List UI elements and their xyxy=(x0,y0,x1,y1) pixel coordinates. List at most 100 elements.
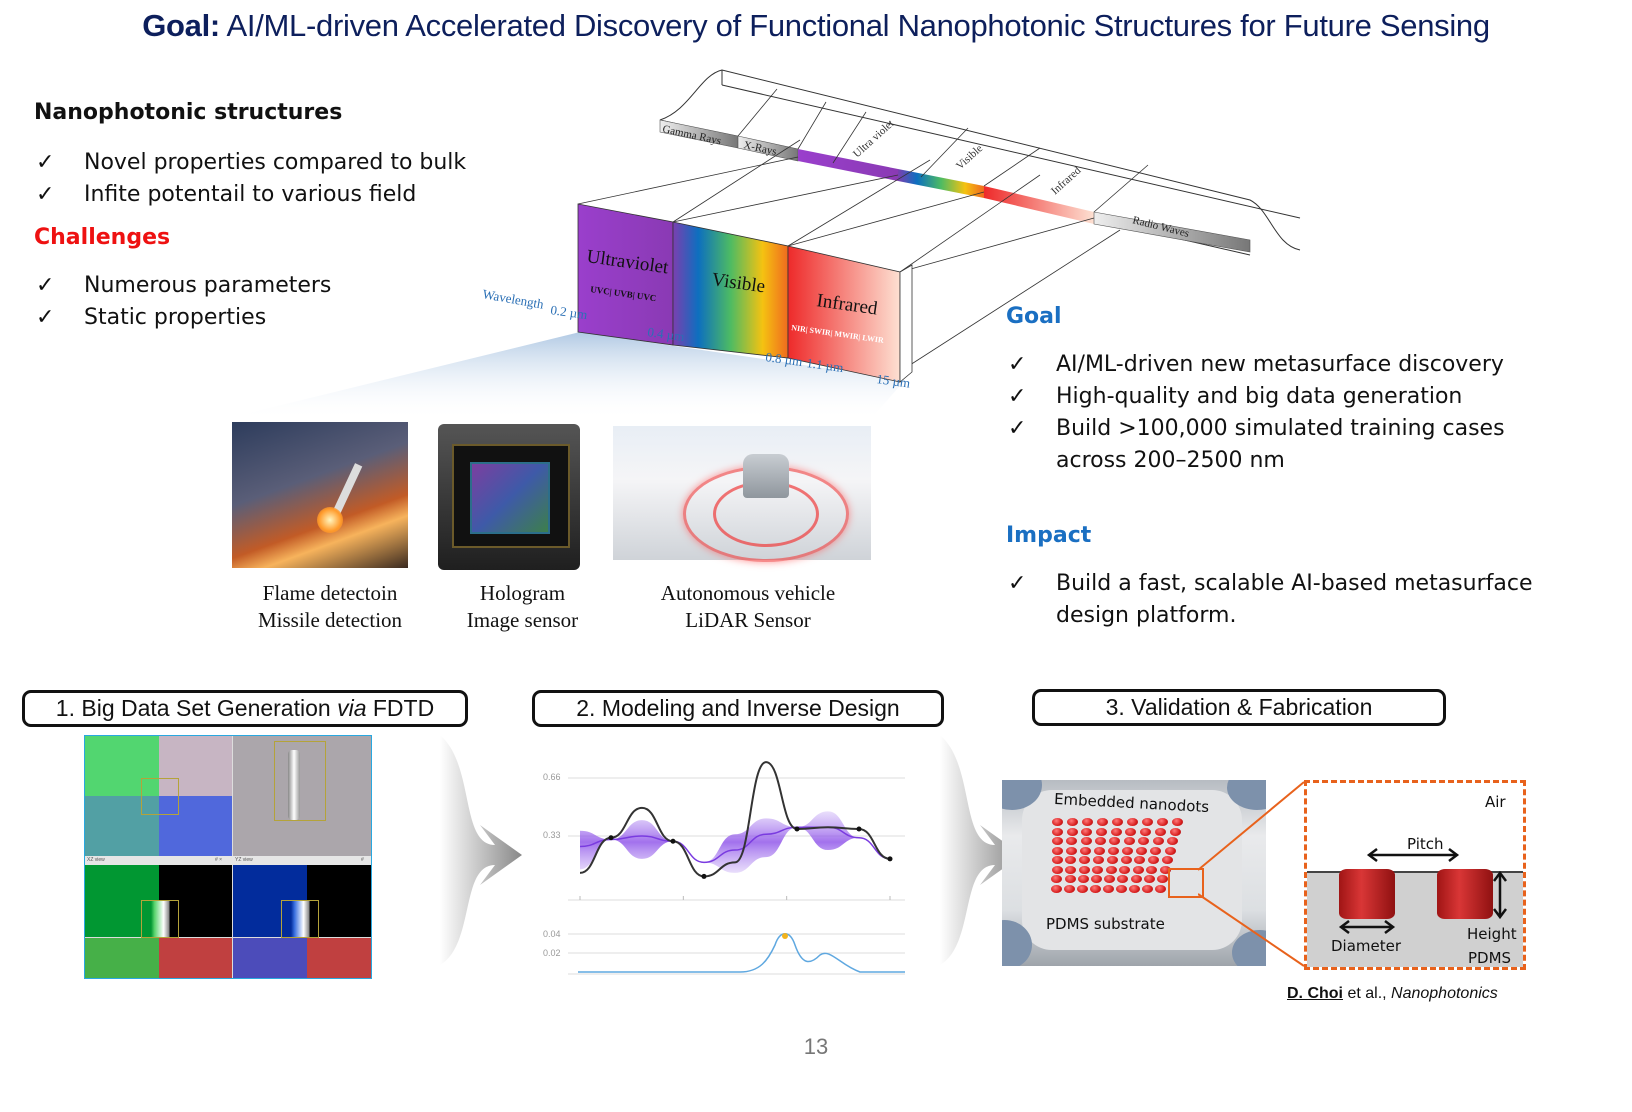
band-ir xyxy=(984,186,1094,224)
bullet-item: ✓ High-quality and big data generation xyxy=(1006,381,1533,413)
bullet-item: ✓Novel properties compared to bulk xyxy=(34,147,466,179)
bullet-text: High-quality and big data generation xyxy=(1056,384,1463,409)
nanodot xyxy=(1094,846,1105,855)
nanodot xyxy=(1067,818,1078,826)
nanodot xyxy=(1052,818,1063,826)
gp-mean-line xyxy=(579,826,891,864)
nanodot xyxy=(1104,875,1116,883)
nanodot xyxy=(1065,865,1076,874)
nanodot xyxy=(1125,827,1137,836)
nanodot xyxy=(1091,875,1102,883)
nanodot xyxy=(1138,837,1150,845)
bullet-continuation: across 200–2500 nm xyxy=(1006,445,1533,477)
nanodot xyxy=(1136,846,1148,855)
nanodot xyxy=(1097,818,1108,826)
band-label: X-Rays xyxy=(742,139,777,158)
nanodot xyxy=(1051,837,1063,845)
acq-tick-label: 0.04 xyxy=(543,929,561,939)
nanodot xyxy=(1095,837,1106,845)
nanodot xyxy=(1102,884,1114,893)
zoom-callout-lines xyxy=(1198,781,1305,967)
y-tick-label: 0.33 xyxy=(543,830,561,840)
nanodot xyxy=(1141,884,1153,893)
spectrum-fan xyxy=(220,332,905,420)
nanodot xyxy=(1079,846,1091,855)
height-label: Height xyxy=(1467,925,1517,943)
pitch-label: Pitch xyxy=(1407,835,1444,853)
nanodot xyxy=(1154,827,1166,836)
nanodot xyxy=(1172,818,1183,826)
bullet-item: ✓Build >100,000 simulated training cases xyxy=(1006,413,1533,445)
caption-line: LiDAR Sensor xyxy=(685,608,811,632)
observation-point xyxy=(670,838,676,844)
nanodot xyxy=(1112,818,1123,826)
acquisition-curve xyxy=(578,933,905,973)
pdms-label: PDMS xyxy=(1468,949,1512,967)
band-uv xyxy=(798,149,898,181)
nanodot xyxy=(1064,875,1076,883)
nanodot xyxy=(1152,837,1164,845)
nanodot xyxy=(1051,846,1063,855)
nanodot xyxy=(1106,856,1118,864)
nanodot xyxy=(1128,884,1140,893)
citation-text: et al., xyxy=(1343,985,1392,1002)
caption-line: Missile detection xyxy=(257,608,403,632)
observation-point xyxy=(794,826,800,832)
title-bold: Goal: xyxy=(142,8,220,43)
bullet-text: design platform. xyxy=(1056,603,1237,628)
nanodot xyxy=(1082,818,1093,826)
title-rest: AI/ML-driven Accelerated Discovery of Fu… xyxy=(219,8,1491,43)
diameter-label: Diameter xyxy=(1331,937,1402,955)
flow-arrow-icon xyxy=(940,735,1022,965)
wavelength-label: Wavelength xyxy=(481,286,545,312)
nanodot xyxy=(1134,856,1146,864)
band-label: Visible xyxy=(954,142,985,172)
missile-launch-photo xyxy=(232,422,408,568)
slide-title: Goal: AI/ML-driven Accelerated Discovery… xyxy=(0,8,1632,44)
wavelength-tick: 0.4 µm xyxy=(647,324,686,344)
acq-tick-label: 0.02 xyxy=(543,948,561,958)
bullet-text: across 200–2500 nm xyxy=(1056,448,1285,473)
nanodot xyxy=(1065,856,1077,864)
nanodot xyxy=(1120,856,1132,864)
nanodot xyxy=(1096,827,1107,836)
observation-point xyxy=(856,826,862,832)
check-icon: ✓ xyxy=(1008,571,1027,596)
bullet-item: ✓Numerous parameters xyxy=(34,270,466,302)
caption-line: Hologram xyxy=(479,581,566,605)
bullet-item: ✓AI/ML-driven new metasurface discovery xyxy=(1006,349,1533,381)
nanodot xyxy=(1051,884,1063,893)
nanodot xyxy=(1127,818,1138,826)
step-text: 1. Big Data Set Generation xyxy=(55,695,338,721)
y-tick-label: 0.66 xyxy=(543,772,561,782)
citation-journal: Nanophotonics xyxy=(1391,985,1498,1002)
nanodot xyxy=(1065,846,1077,855)
step-text: 3. Validation & Fabrication xyxy=(1105,694,1373,720)
check-icon: ✓ xyxy=(1008,384,1027,409)
check-icon: ✓ xyxy=(36,182,55,207)
gp-chart: 0.66 0.33 0.04 0.02 xyxy=(543,761,905,975)
nanodot xyxy=(1093,856,1104,864)
nanodot xyxy=(1150,846,1162,855)
check-icon: ✓ xyxy=(36,305,55,330)
nanodot xyxy=(1090,884,1101,893)
nanodot xyxy=(1115,884,1127,893)
citation-author: D. Choi xyxy=(1287,985,1343,1002)
challenges-heading: Challenges xyxy=(34,225,171,250)
citation: D. Choi et al., Nanophotonics xyxy=(1287,985,1498,1003)
nanodot xyxy=(1143,875,1155,883)
band-label: Infrared xyxy=(1049,164,1084,197)
nanodot xyxy=(1154,884,1166,893)
nanodot xyxy=(1142,818,1153,826)
nanodot xyxy=(1159,865,1171,874)
nanodot xyxy=(1148,856,1160,864)
observation-point xyxy=(701,873,707,879)
nanodot-cylinder xyxy=(1339,869,1395,919)
nanodot xyxy=(1167,837,1178,845)
step-3-box: 3. Validation & Fabrication xyxy=(1032,689,1446,726)
window-buttons[interactable]: # × xyxy=(215,857,223,863)
nanodot xyxy=(1092,865,1103,874)
window-buttons[interactable]: # xyxy=(361,857,364,863)
